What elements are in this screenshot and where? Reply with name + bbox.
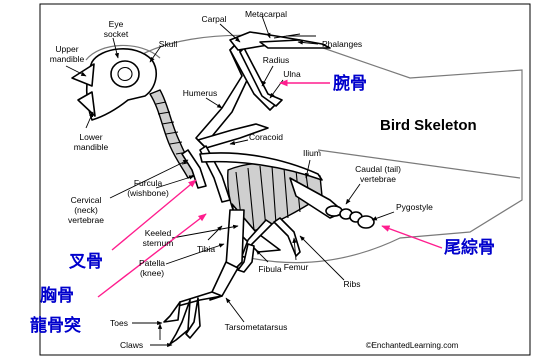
annotation-cha-gu: 叉骨 bbox=[68, 252, 103, 272]
label-claws: Claws bbox=[120, 340, 143, 350]
label-ilium: Ilium bbox=[303, 148, 321, 158]
credit-text: ©EnchantedLearning.com bbox=[366, 341, 459, 350]
label-coracoid: Coracoid bbox=[249, 132, 283, 142]
annotation-long-gu-tu: 龍骨突 bbox=[30, 315, 81, 336]
tail-outline bbox=[318, 150, 520, 178]
label-ribs: Ribs bbox=[343, 279, 360, 289]
label-metacarpal: Metacarpal bbox=[245, 9, 287, 19]
label-tibia: Tibia bbox=[197, 244, 215, 254]
label-phalanges: Phalanges bbox=[322, 39, 362, 49]
label-femur: Femur bbox=[284, 262, 309, 272]
diagram-title: Bird Skeleton bbox=[380, 117, 477, 134]
label-ulna: Ulna bbox=[283, 69, 301, 79]
label-radius: Radius bbox=[263, 55, 289, 65]
label-tarsometatarsus: Tarsometatarsus bbox=[225, 322, 288, 332]
label-furcula: Furcula(wishbone) bbox=[127, 178, 169, 198]
label-toes: Toes bbox=[110, 318, 128, 328]
label-skull: Skull bbox=[159, 39, 178, 49]
annotation-wei-zong-gu: 尾綜骨 bbox=[444, 237, 495, 258]
label-humerus: Humerus bbox=[183, 88, 217, 98]
label-fibula: Fibula bbox=[258, 264, 281, 274]
label-caudal-vertebrae: Caudal (tail)vertebrae bbox=[355, 164, 401, 184]
annotation-wan-gu: 腕骨 bbox=[333, 73, 367, 94]
label-patella: Patella(knee) bbox=[139, 258, 165, 278]
annotation-xiong-gu: 胸骨 bbox=[40, 285, 74, 306]
label-carpal: Carpal bbox=[201, 14, 226, 24]
skull-bones bbox=[72, 49, 156, 120]
label-pygostyle: Pygostyle bbox=[396, 202, 433, 212]
label-cervical-vertebrae: Cervical(neck)vertebrae bbox=[68, 195, 104, 225]
